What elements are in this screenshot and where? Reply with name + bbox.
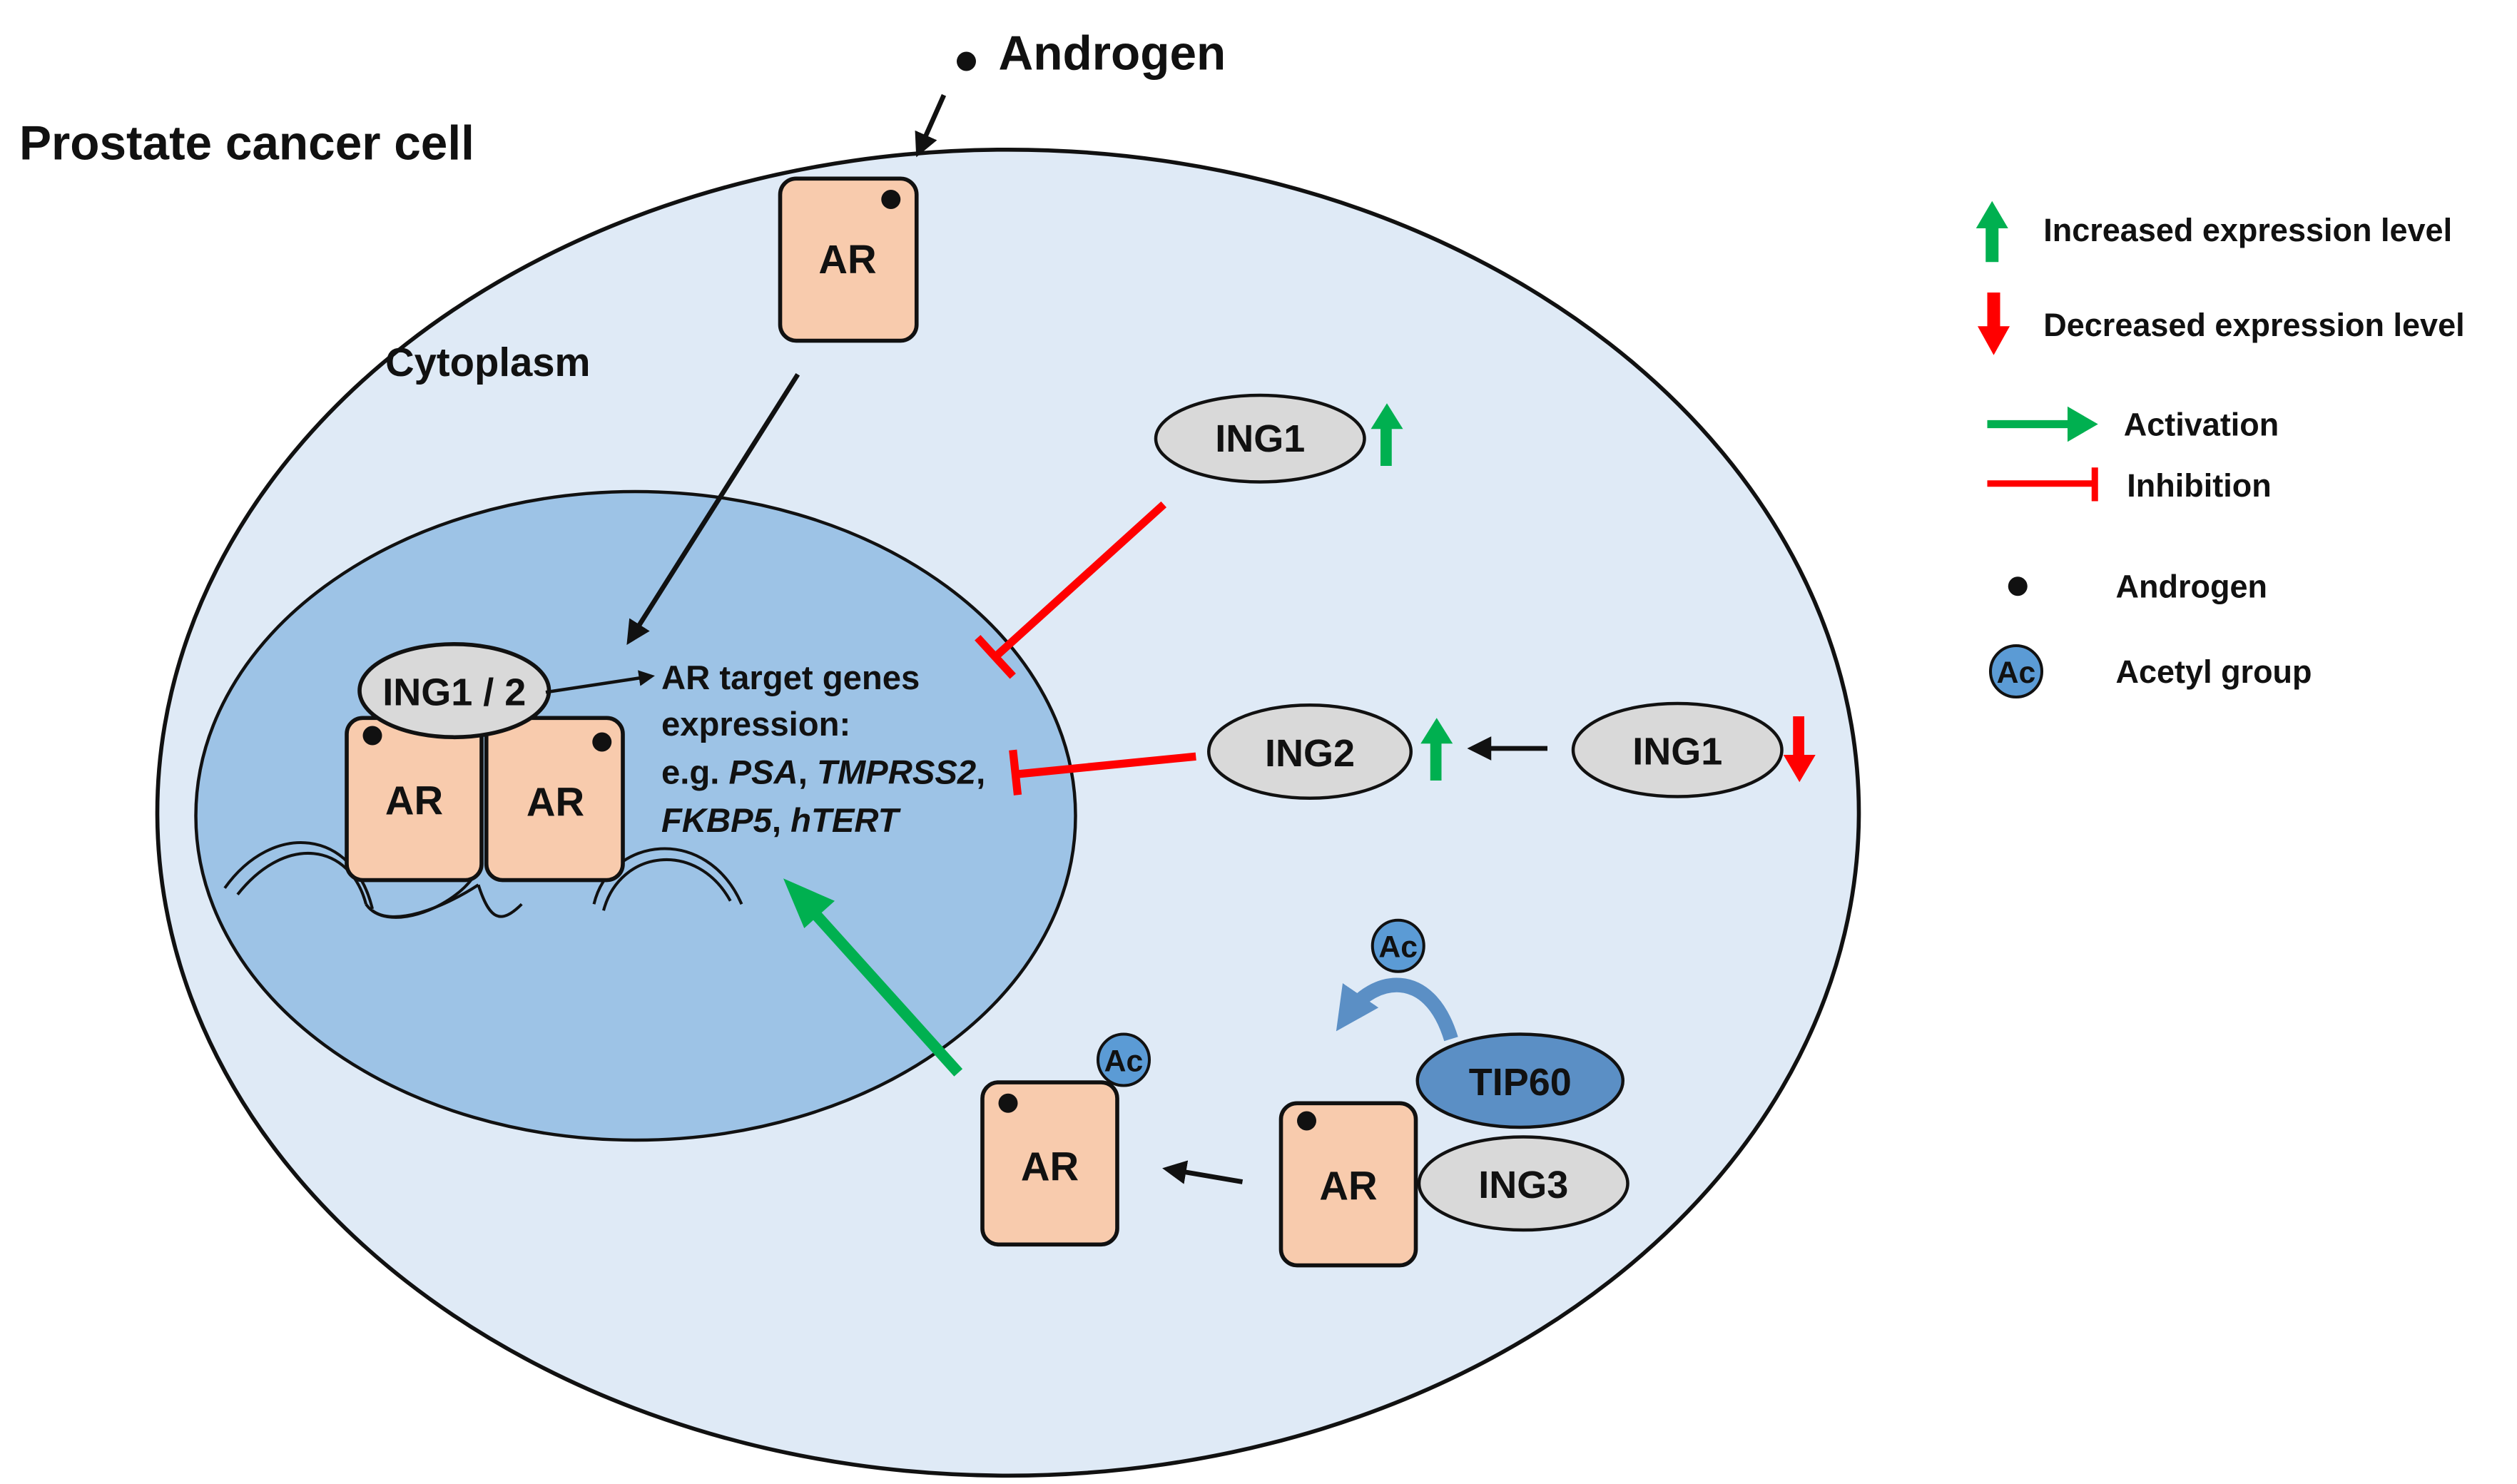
svg-text:Ac: Ac <box>1104 1044 1144 1078</box>
ing1-label: ING1 <box>1632 731 1722 773</box>
increased-arrow-icon <box>1420 718 1453 781</box>
svg-text:AR target genes: AR target genes <box>661 659 920 697</box>
legend-androgen: Androgen <box>2008 569 2267 605</box>
legend-activation: Activation <box>1987 406 2279 442</box>
svg-text:Androgen: Androgen <box>2116 569 2267 605</box>
svg-text:Decreased expression level: Decreased expression level <box>2043 307 2464 343</box>
ar-acetylated-box: AR <box>980 1080 1119 1247</box>
svg-text:Ac: Ac <box>1997 656 2036 690</box>
acetylation-product-arrow <box>1162 1160 1244 1184</box>
legend-inhibition: Inhibition <box>1987 467 2272 504</box>
ar-tip60-complex-box: AR <box>1278 1101 1418 1268</box>
tip60-label: TIP60 <box>1469 1061 1572 1104</box>
legend: Increased expression level Decreased exp… <box>1976 200 2465 699</box>
legend-acetyl: Ac Acetyl group <box>1988 644 2312 699</box>
ar-label: AR <box>1319 1163 1377 1208</box>
ar-nuclear-left: AR <box>345 716 484 883</box>
ing1-2-nuclear: ING1 / 2 <box>357 641 551 740</box>
ar-nuclear-right: AR <box>484 716 625 883</box>
svg-text:Increased expression level: Increased expression level <box>2043 212 2452 248</box>
cytoplasm-label: Cytoplasm <box>385 340 591 385</box>
acetyl-group-badge: Ac <box>1096 1032 1151 1087</box>
acetyl-group-badge: Ac <box>1371 918 1425 973</box>
tip60: TIP60 <box>1415 1032 1624 1129</box>
svg-text:Acetyl group: Acetyl group <box>2116 654 2312 690</box>
ar-label: AR <box>1021 1144 1079 1189</box>
increased-arrow-icon <box>1985 226 1999 263</box>
ar-cytoplasm-box: AR <box>778 176 919 343</box>
androgen-binding-arrow <box>915 93 947 158</box>
ar-label: AR <box>527 780 584 825</box>
androgen-dot <box>998 1093 1018 1113</box>
svg-text:expression:: expression: <box>661 706 850 743</box>
svg-text:e.g. PSA, TMPRSS2,: e.g. PSA, TMPRSS2, <box>661 754 985 792</box>
decreased-arrow-icon <box>1987 293 2000 328</box>
ing3: ING3 <box>1417 1135 1629 1232</box>
nucleus <box>194 489 1077 1142</box>
acetyl-group-icon <box>1988 644 2044 699</box>
androgen-top-label: Androgen <box>999 26 1226 80</box>
ar-target-genes-text: AR target genes expression: e.g. PSA, TM… <box>661 659 985 840</box>
legend-decreased: Decreased expression level <box>1978 293 2465 355</box>
ing2-label: ING2 <box>1265 732 1355 775</box>
androgen-dot <box>362 726 382 746</box>
svg-text:Ac: Ac <box>1378 930 1418 965</box>
inhibition-ing2-target <box>1009 749 1196 796</box>
svg-text:Inhibition: Inhibition <box>2127 467 2271 504</box>
dna-strand <box>223 841 743 919</box>
ar-label: AR <box>818 237 876 282</box>
androgen-dot-icon <box>2008 576 2028 596</box>
androgen-top-dot <box>957 51 976 71</box>
figure-title: Prostate cancer cell <box>19 116 474 170</box>
translocation-arrow <box>626 372 800 645</box>
androgen-dot <box>1297 1111 1316 1131</box>
ing2-cytoplasm: ING2 <box>1207 703 1413 800</box>
inhibition-ing1-target <box>975 501 1167 679</box>
decreased-arrow-icon <box>1783 716 1816 783</box>
legend-increased: Increased expression level <box>1976 200 2452 263</box>
ing-to-target-arrow <box>545 670 655 694</box>
increased-arrow-icon <box>1371 403 1403 466</box>
activation-arrow <box>783 878 963 1077</box>
acetyl-transfer-curved-arrow <box>1336 977 1458 1042</box>
svg-text:Activation: Activation <box>2124 406 2279 442</box>
ing3-label: ING3 <box>1478 1164 1568 1206</box>
ing1-2-label: ING1 / 2 <box>382 671 526 713</box>
svg-text:FKBP5, hTERT: FKBP5, hTERT <box>661 802 902 840</box>
ar-label: AR <box>385 778 443 823</box>
ing1-label: ING1 <box>1215 417 1305 460</box>
androgen-dot <box>881 190 901 209</box>
androgen-dot <box>592 732 612 752</box>
ing1-cytoplasm-top: ING1 <box>1154 393 1366 484</box>
ing1-cytoplasm-right: ING1 <box>1571 701 1784 798</box>
